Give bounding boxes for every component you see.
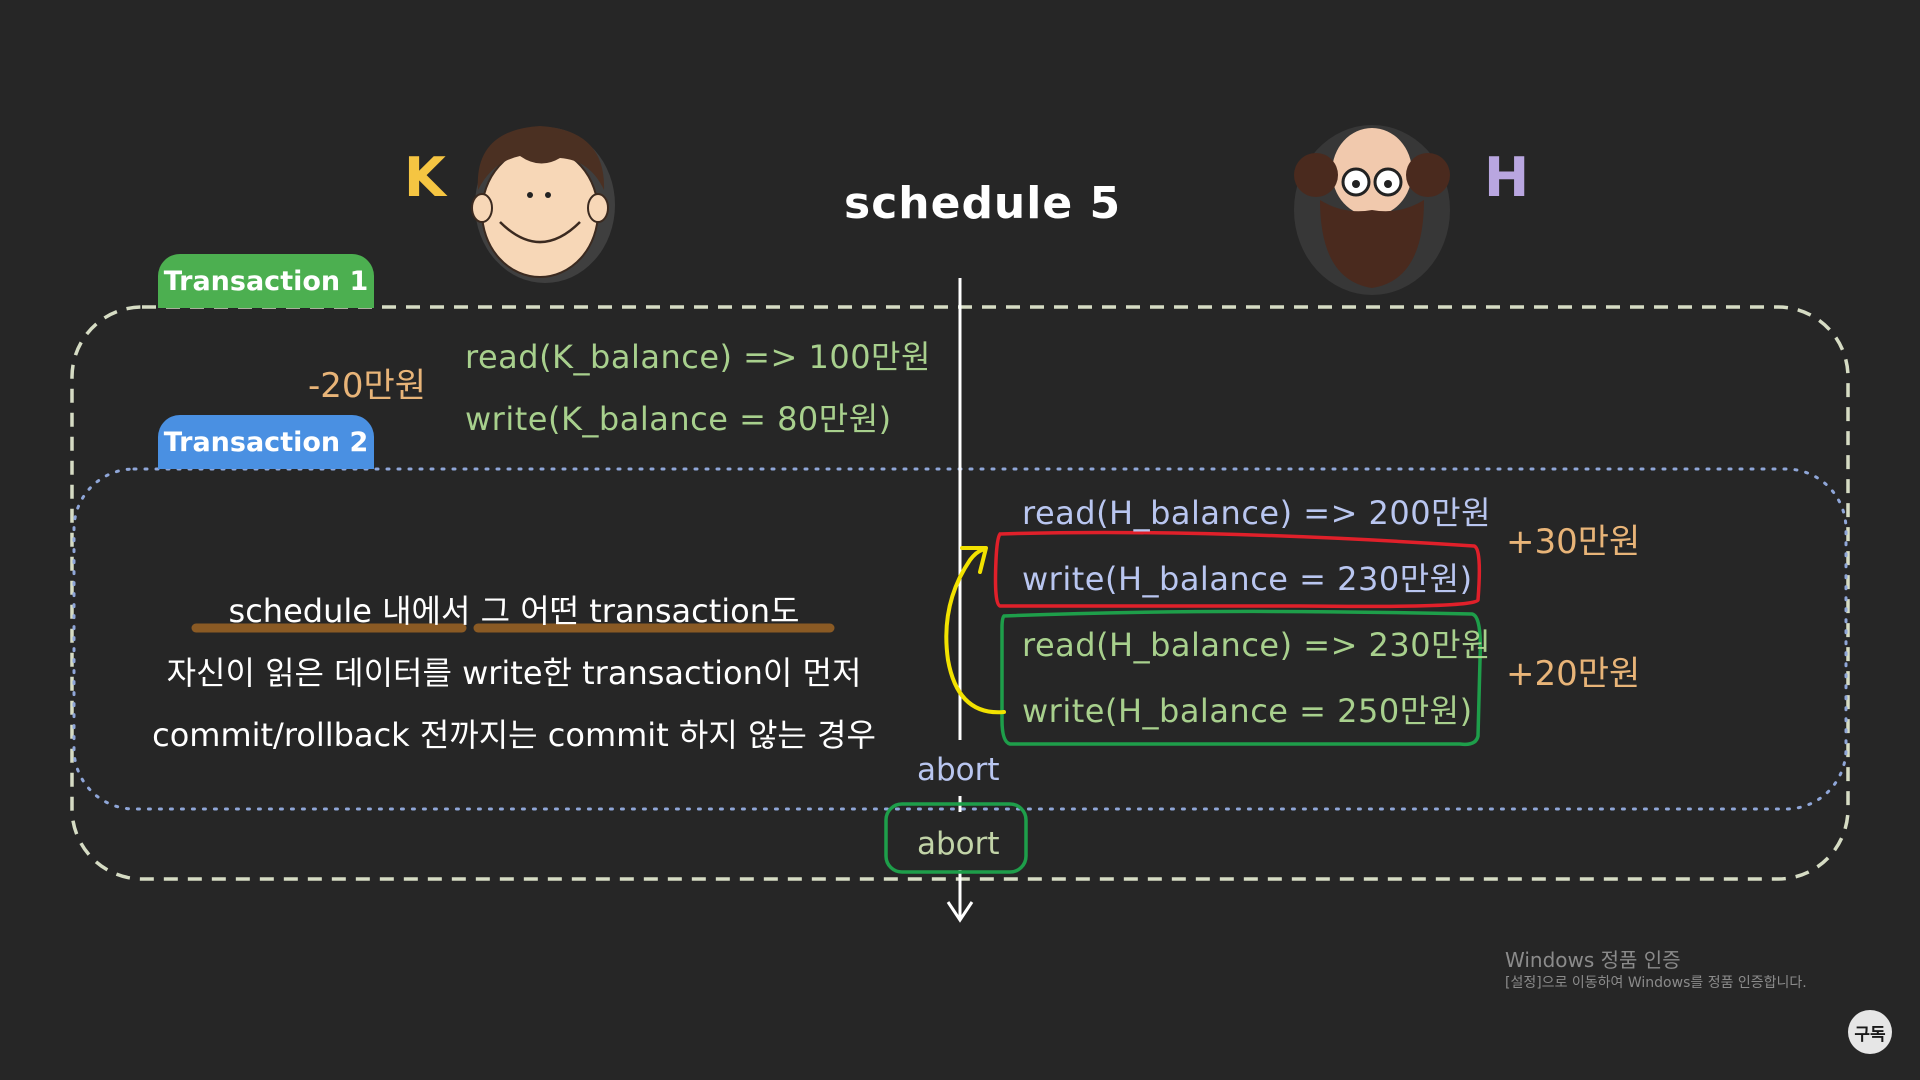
- transaction-1-tab: Transaction 1: [158, 254, 374, 308]
- green-highlight: [1000, 609, 1483, 747]
- schedule-title: schedule 5: [844, 178, 1122, 229]
- note-line-2: 자신이 읽은 데이터를 write한 transaction이 먼저: [166, 654, 862, 692]
- t2-op-read-1: read(H_balance) => 200만원: [1022, 494, 1492, 532]
- bearded-man-face-icon: [1294, 125, 1450, 295]
- curved-arrow-head: [960, 546, 988, 574]
- transaction-2-tab: Transaction 2: [158, 415, 374, 469]
- curved-arrow-icon: [944, 548, 1006, 715]
- t1-op-write: write(K_balance = 80만원): [465, 400, 892, 438]
- abort-label-2: abort: [917, 826, 1000, 862]
- boy-face-icon: [471, 126, 615, 283]
- t2-op-write-1: write(H_balance = 230만원): [1022, 560, 1473, 598]
- down-arrow-icon: [946, 901, 974, 923]
- t1-op-read: read(K_balance) => 100만원: [465, 338, 931, 376]
- t2-delta-1: +30만원: [1506, 522, 1641, 562]
- abort-label-1: abort: [917, 752, 1000, 788]
- red-highlight: [993, 530, 1482, 609]
- note-line-1: schedule 내에서 그 어떤 transaction도: [228, 592, 800, 630]
- note-line-3: commit/rollback 전까지는 commit 하지 않는 경우: [152, 716, 876, 754]
- t1-delta: -20만원: [308, 366, 427, 406]
- t2-op-read-2: read(H_balance) => 230만원: [1022, 626, 1492, 664]
- windows-activation-subtitle: [설정]으로 이동하여 Windows를 정품 인증합니다.: [1505, 975, 1807, 991]
- subscribe-button[interactable]: 구독: [1848, 1010, 1892, 1054]
- t2-op-write-2: write(H_balance = 250만원): [1022, 692, 1473, 730]
- windows-activation-title: Windows 정품 인증: [1505, 948, 1681, 972]
- person-label-k: K: [404, 146, 446, 209]
- t2-delta-2: +20만원: [1506, 654, 1641, 694]
- person-label-h: H: [1484, 146, 1530, 209]
- abort-highlight: [884, 802, 1028, 874]
